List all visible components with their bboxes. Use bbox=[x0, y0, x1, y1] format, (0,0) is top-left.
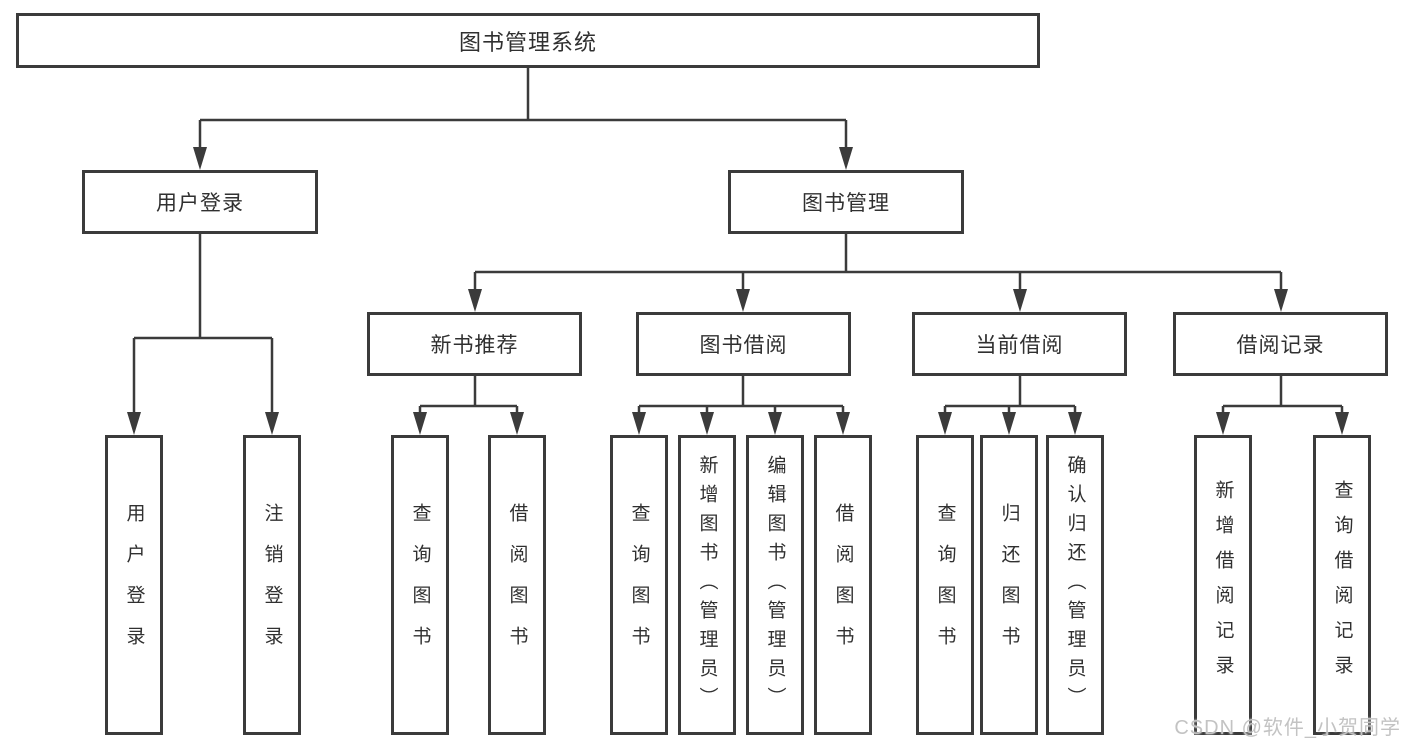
leaf-return-books: 归还图书 bbox=[980, 435, 1038, 735]
leaf-label: 注销登录 bbox=[261, 503, 283, 667]
leaf-label: 查询借阅记录 bbox=[1331, 480, 1353, 690]
node-book-management: 图书管理 bbox=[728, 170, 964, 234]
leaf-label: 查询图书 bbox=[409, 503, 431, 667]
node-book-borrowing: 图书借阅 bbox=[636, 312, 851, 376]
leaf-label: 借阅图书 bbox=[506, 503, 528, 667]
leaf-recommend-query-books: 查询图书 bbox=[391, 435, 449, 735]
leaf-borrowing-borrow-books: 借阅图书 bbox=[814, 435, 872, 735]
leaf-edit-books-admin: 编辑图书（管理员） bbox=[746, 435, 804, 735]
leaf-label: 新增图书（管理员） bbox=[696, 454, 718, 716]
leaf-label: 编辑图书（管理员） bbox=[764, 454, 786, 716]
node-current-borrowing: 当前借阅 bbox=[912, 312, 1127, 376]
node-borrowing-records: 借阅记录 bbox=[1173, 312, 1388, 376]
node-new-book-recommendation: 新书推荐 bbox=[367, 312, 582, 376]
leaf-query-borrow-record: 查询借阅记录 bbox=[1313, 435, 1371, 735]
leaf-add-borrow-record: 新增借阅记录 bbox=[1194, 435, 1252, 735]
leaf-label: 借阅图书 bbox=[832, 503, 854, 667]
arrowheads bbox=[127, 147, 1349, 435]
watermark: CSDN @软件_小贺同学 bbox=[1174, 717, 1401, 739]
node-library-management-system: 图书管理系统 bbox=[16, 13, 1040, 68]
leaf-user-login: 用户登录 bbox=[105, 435, 163, 735]
leaf-confirm-return-admin: 确认归还（管理员） bbox=[1046, 435, 1104, 735]
leaf-label: 确认归还（管理员） bbox=[1064, 454, 1086, 716]
leaf-label: 用户登录 bbox=[123, 503, 145, 667]
leaf-borrowing-query-books: 查询图书 bbox=[610, 435, 668, 735]
node-user-login: 用户登录 bbox=[82, 170, 318, 234]
leaf-label: 归还图书 bbox=[998, 503, 1020, 667]
leaf-label: 新增借阅记录 bbox=[1212, 480, 1234, 690]
leaf-current-query-books: 查询图书 bbox=[916, 435, 974, 735]
leaf-recommend-borrow-books: 借阅图书 bbox=[488, 435, 546, 735]
leaf-label: 查询图书 bbox=[628, 503, 650, 667]
leaf-logout: 注销登录 bbox=[243, 435, 301, 735]
leaf-label: 查询图书 bbox=[934, 503, 956, 667]
leaf-add-books-admin: 新增图书（管理员） bbox=[678, 435, 736, 735]
